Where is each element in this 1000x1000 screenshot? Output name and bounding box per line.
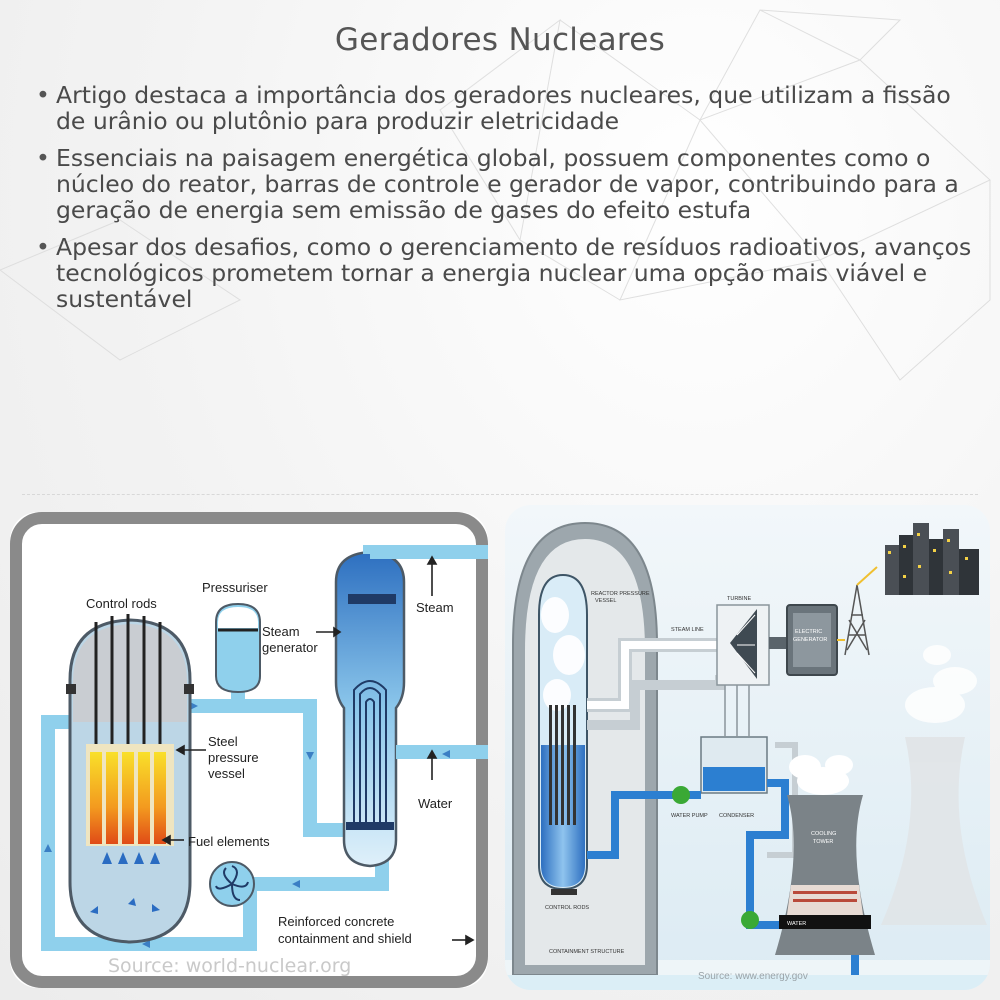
- label-pressuriser: Pressuriser: [202, 580, 268, 595]
- pressuriser: [215, 602, 261, 694]
- bullet-list: Artigo destaca a importância dos gerador…: [36, 82, 976, 323]
- divider: [22, 494, 978, 495]
- bullet-item: Apesar dos desafios, como o gerenciament…: [36, 234, 976, 312]
- flow-arrows: [44, 702, 314, 948]
- cooling-pump-icon: [741, 911, 759, 929]
- plant-illustration: REACTOR PRESSURE VESSEL TURBINE STEAM LI…: [505, 505, 990, 990]
- electric-generator: [786, 604, 838, 676]
- coolant-arrows: [90, 852, 160, 914]
- label-steam: Steam: [416, 600, 454, 615]
- label-steel-3: vessel: [208, 766, 245, 781]
- label-steam-generator-2: generator: [262, 640, 318, 655]
- label-containment-structure: CONTAINMENT STRUCTURE: [549, 949, 625, 955]
- page-title: Geradores Nucleares: [334, 22, 666, 58]
- label-condenser: CONDENSER: [719, 813, 754, 819]
- reactor-vessel: [66, 618, 194, 944]
- plant-illustration-panel: REACTOR PRESSURE VESSEL TURBINE STEAM LI…: [505, 505, 990, 990]
- reactor-pressure-vessel: [538, 573, 588, 895]
- label-electric-generator-1: ELECTRIC: [795, 629, 822, 635]
- label-water-right: WATER: [787, 921, 806, 927]
- label-water-pump: WATER PUMP: [671, 813, 708, 819]
- label-control-rods-right: CONTROL RODS: [545, 905, 589, 911]
- transmission-tower: [837, 566, 878, 656]
- label-containment-2: containment and shield: [278, 931, 412, 946]
- control-rods: [94, 614, 162, 744]
- label-steam-generator-1: Steam: [262, 624, 300, 639]
- label-steel-2: pressure: [208, 750, 259, 765]
- source-credit-right: Source: www.energy.gov: [698, 971, 808, 982]
- label-containment-1: Reinforced concrete: [278, 914, 394, 929]
- bullet-item: Essenciais na paisagem energética global…: [36, 145, 976, 223]
- pwr-diagram: Control rods Pressuriser Steam generator…: [10, 512, 488, 988]
- condenser: [700, 685, 768, 794]
- cooling-tower: [775, 755, 875, 955]
- source-credit-left: Source: world-nuclear.org: [108, 955, 352, 977]
- label-control-rods: Control rods: [86, 596, 157, 611]
- label-steam-line: STEAM LINE: [671, 627, 704, 633]
- city-skyline: [885, 523, 979, 595]
- label-cooling-tower-1: COOLING: [811, 831, 836, 837]
- label-reactor-vessel-2: VESSEL: [595, 598, 616, 604]
- label-cooling-tower-2: TOWER: [813, 839, 833, 845]
- reactor-control-rods: [549, 705, 577, 895]
- label-turbine: TURBINE: [727, 596, 751, 602]
- turbine: [716, 604, 787, 686]
- fuel-elements: [90, 752, 166, 844]
- secondary-pipes: [363, 545, 488, 759]
- water-pump-icon: [672, 786, 690, 804]
- steam-generator: [334, 550, 406, 868]
- coolant-pump: [209, 861, 255, 907]
- label-fuel-elements: Fuel elements: [188, 834, 270, 849]
- pwr-diagram-panel: Control rods Pressuriser Steam generator…: [10, 512, 488, 988]
- label-water: Water: [418, 796, 453, 811]
- cooling-tower-background: [881, 645, 987, 925]
- pointer-arrows: [161, 555, 475, 946]
- label-reactor-vessel-1: REACTOR PRESSURE: [591, 591, 650, 597]
- bullet-item: Artigo destaca a importância dos gerador…: [36, 82, 976, 134]
- label-electric-generator-2: GENERATOR: [793, 637, 827, 643]
- label-steel-1: Steel: [208, 734, 238, 749]
